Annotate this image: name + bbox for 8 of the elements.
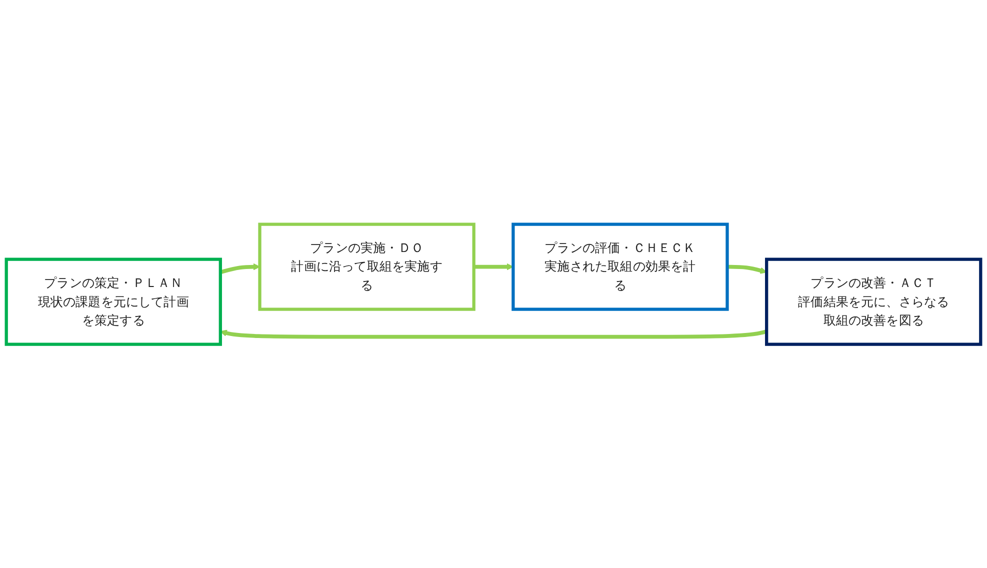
arrow: [474, 263, 514, 270]
node-box: プランの改善・ＡＣＴ 評価結果を元に、さらなる取組の改善を図る: [765, 257, 982, 346]
node-box: プランの評価・ＣＨＥＣＫ 実施された取組の効果を計る: [512, 222, 729, 311]
arrow: [220, 263, 260, 274]
arrow: [727, 264, 767, 274]
node-box: プランの策定・ＰＬＡＮ 現状の課題を元にして計画を策定する: [4, 257, 222, 346]
node-box: プランの実施・ＤＯ 計画に沿って取組を実施する: [258, 222, 476, 311]
arrow: [220, 329, 768, 338]
